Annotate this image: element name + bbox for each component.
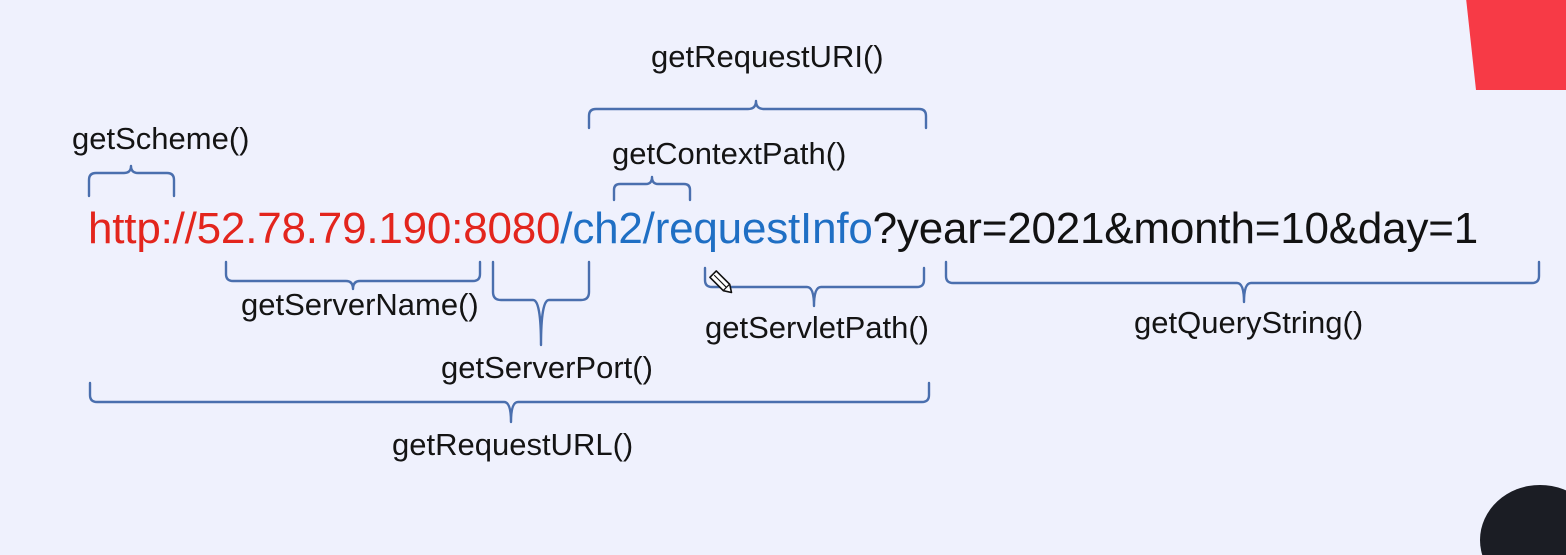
brace-get-context-path [612,175,692,202]
label-get-request-url: getRequestURL() [392,427,634,462]
brace-get-server-name [224,260,482,291]
label-get-server-name: getServerName() [241,287,479,322]
brace-get-request-url [88,381,931,424]
url-string: http://52.78.79.190:8080/ch2/requestInfo… [88,203,1478,255]
url-segment-scheme-host-port: http://52.78.79.190:8080 [88,204,561,253]
dark-corner-blob-decoration [1480,485,1566,555]
label-get-servlet-path: getServletPath() [705,310,929,345]
label-get-request-uri: getRequestURI() [651,39,884,74]
label-get-context-path: getContextPath() [612,136,847,171]
label-get-server-port: getServerPort() [441,350,653,385]
url-segment-query: ?year=2021&month=10&day=1 [872,204,1479,253]
pen-cursor-icon [709,270,733,294]
label-get-query-string: getQueryString() [1134,305,1364,340]
url-segment-path: /ch2/requestInfo [560,204,873,253]
brace-get-server-port [491,260,591,347]
red-corner-wedge-decoration [1466,0,1566,90]
brace-get-request-uri [587,99,928,130]
brace-get-scheme [87,164,176,198]
brace-get-query-string [944,260,1541,304]
label-get-scheme: getScheme() [72,121,250,156]
